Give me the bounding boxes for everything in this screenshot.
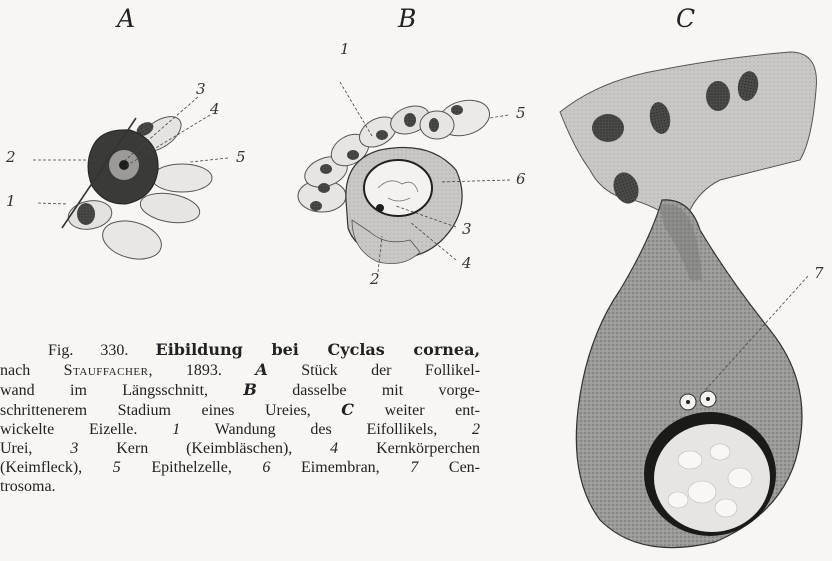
label-b-5: 5 bbox=[516, 104, 526, 122]
label-b-2: 2 bbox=[370, 270, 380, 288]
vesicle-granule bbox=[688, 481, 716, 503]
epithelial-cell bbox=[152, 164, 212, 192]
cell-nucleus bbox=[77, 203, 95, 225]
figure-letter-a: A bbox=[117, 4, 135, 33]
label-a-2: 2 bbox=[6, 148, 16, 166]
label-b-1: 1 bbox=[340, 40, 350, 58]
centriole bbox=[686, 400, 690, 404]
label-a-5: 5 bbox=[236, 148, 246, 166]
caption-title: Eibildung bei Cyclas cornea, bbox=[156, 340, 480, 359]
caption-line-6: Urei, 3 Kern (Keimbläschen), 4 Kernkörpe… bbox=[0, 439, 480, 458]
figure-b-drawing bbox=[298, 82, 510, 272]
figure-c-drawing bbox=[560, 52, 816, 548]
leader-line-5 bbox=[190, 158, 228, 162]
caption-line-4: schrittenerem Stadium eines Ureies, C we… bbox=[0, 400, 480, 420]
caption-text: Eimembran, bbox=[301, 459, 380, 476]
vesicle-granule bbox=[715, 499, 737, 517]
caption-num-5: 5 bbox=[113, 459, 121, 476]
vesicle-granule bbox=[678, 451, 702, 469]
caption-text: nach bbox=[0, 362, 30, 379]
caption-text: Stück der Follikel- bbox=[301, 362, 480, 379]
cell-nucleus bbox=[404, 113, 416, 127]
caption-line-1: Fig. 330. Eibildung bei Cyclas cornea, bbox=[0, 340, 480, 360]
leader-line-1 bbox=[38, 203, 68, 204]
caption-text: Cen- bbox=[449, 459, 480, 476]
caption-ref-c: C bbox=[341, 400, 354, 419]
cell-nucleus bbox=[451, 105, 463, 115]
label-b-6: 6 bbox=[516, 170, 526, 188]
germinal-vesicle-inner bbox=[654, 424, 770, 532]
follicle-cell bbox=[138, 189, 202, 227]
caption-ref-b: B bbox=[243, 380, 257, 399]
cell-nucleus bbox=[592, 114, 624, 142]
caption-text: Wandung des Eifollikels, bbox=[215, 421, 438, 438]
cell-nucleus bbox=[376, 130, 388, 140]
caption-text: Kern (Keimbläschen), bbox=[116, 440, 292, 457]
label-c-7: 7 bbox=[814, 264, 824, 282]
figure-letter-b: B bbox=[398, 4, 416, 33]
cell-nucleus bbox=[706, 81, 730, 111]
figure-letter-c: C bbox=[676, 4, 695, 33]
caption-text: Epithelzelle, bbox=[151, 459, 231, 476]
vesicle-granule bbox=[710, 444, 730, 460]
caption-text: Urei, bbox=[0, 440, 32, 457]
caption-text: schrittenerem Stadium eines Ureies, bbox=[0, 402, 311, 419]
caption-line-5: wickelte Eizelle. 1 Wandung des Eifollik… bbox=[0, 420, 480, 439]
caption-num-6: 6 bbox=[262, 459, 270, 476]
caption-text: , 1893. bbox=[148, 362, 221, 379]
caption-text: Kernkörperchen bbox=[376, 440, 480, 457]
label-a-1: 1 bbox=[6, 192, 16, 210]
caption-num-1: 1 bbox=[172, 421, 180, 438]
follicle-cell bbox=[98, 215, 165, 265]
leader-line-3 bbox=[122, 97, 198, 163]
leader-line-5 bbox=[490, 115, 508, 118]
figure-a-drawing bbox=[33, 97, 228, 265]
cell-nucleus bbox=[310, 201, 322, 211]
caption-text: wand im Längsschnitt, bbox=[0, 382, 208, 399]
vesicle-granule bbox=[668, 492, 688, 508]
caption-text: weiter ent- bbox=[385, 402, 480, 419]
caption-text: trosoma. bbox=[0, 478, 56, 495]
caption-author: Stauffacher bbox=[64, 362, 149, 379]
caption-ref-a: A bbox=[255, 360, 267, 379]
label-b-3: 3 bbox=[462, 220, 472, 238]
label-a-3: 3 bbox=[196, 80, 206, 98]
caption-text: dasselbe mit vorge- bbox=[292, 382, 480, 399]
caption-line-7: (Keimfleck), 5 Epithelzelle, 6 Eimembran… bbox=[0, 458, 480, 477]
nucleolus bbox=[376, 204, 384, 212]
caption-num-7: 7 bbox=[410, 459, 418, 476]
cell-nucleus bbox=[429, 118, 439, 132]
cell-nucleus bbox=[347, 150, 359, 160]
caption-num-3: 3 bbox=[70, 440, 78, 457]
cell-nucleus bbox=[318, 183, 330, 193]
centriole bbox=[706, 397, 710, 401]
caption-line-3: wand im Längsschnitt, B dasselbe mit vor… bbox=[0, 380, 480, 400]
caption-text: (Keimfleck), bbox=[0, 459, 82, 476]
label-a-4: 4 bbox=[210, 100, 220, 118]
caption-num-4: 4 bbox=[330, 440, 338, 457]
caption-figure-number: Fig. 330. bbox=[48, 342, 128, 359]
vesicle-granule bbox=[728, 468, 752, 488]
label-b-4: 4 bbox=[462, 254, 472, 272]
germinal-vesicle bbox=[364, 160, 432, 216]
figure-caption: Fig. 330. Eibildung bei Cyclas cornea, n… bbox=[0, 340, 480, 496]
caption-num-2: 2 bbox=[472, 421, 480, 438]
caption-line-2: nach Stauffacher, 1893. A Stück der Foll… bbox=[0, 360, 480, 380]
cell-nucleus bbox=[320, 164, 332, 174]
caption-line-8: trosoma. bbox=[0, 477, 480, 496]
caption-text: wickelte Eizelle. bbox=[0, 421, 137, 438]
